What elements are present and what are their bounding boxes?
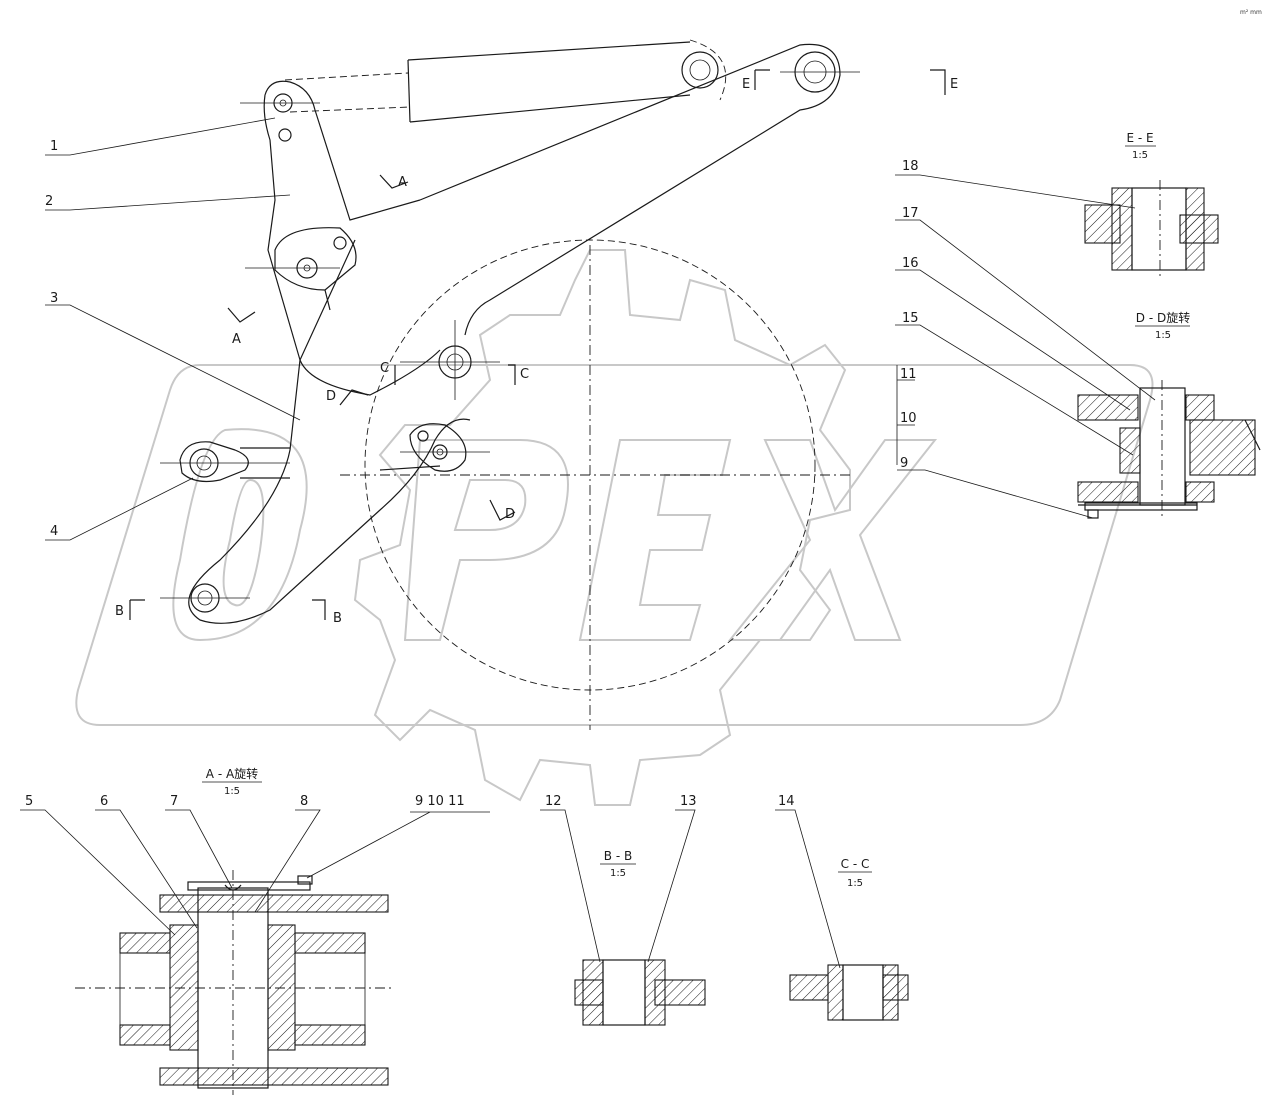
middle-bracket [274, 227, 357, 291]
corner-mark: m² mm [1240, 9, 1262, 16]
label-part-5: 5 [25, 794, 33, 809]
label-part-14: 14 [778, 794, 795, 809]
section-e-e-title: E - E [1126, 131, 1153, 145]
cut-mark-a-lower: A [232, 332, 241, 347]
section-d-d-title: D - D旋转 [1136, 310, 1190, 325]
section-b-b: B - B 1:5 12 13 [540, 794, 706, 1026]
section-d-d: D - D旋转 1:5 17 16 15 11 10 9 [895, 206, 1261, 519]
label-part-17: 17 [902, 206, 919, 221]
cut-mark-e-left: E [742, 77, 750, 92]
label-part-7: 7 [170, 794, 178, 809]
section-e-e: E - E 1:5 18 [895, 131, 1219, 278]
section-c-c-scale: 1:5 [847, 878, 863, 889]
upper-link [264, 80, 421, 221]
cut-mark-a-upper: A [398, 175, 407, 190]
label-part-10-vertical: 10 [900, 411, 917, 426]
label-part-6: 6 [100, 794, 108, 809]
label-part-9-vertical: 9 [900, 456, 908, 471]
main-leaders: 1 2 3 4 [45, 117, 301, 541]
cut-marks: A A B B C C D D E E [115, 69, 958, 626]
label-part-16: 16 [902, 256, 919, 271]
lower-link [188, 359, 471, 624]
section-a-a-scale: 1:5 [224, 786, 240, 797]
d-bracket [409, 423, 467, 472]
main-linkage-view [160, 39, 860, 730]
label-part-15: 15 [902, 311, 919, 326]
label-part-11-vertical: 11 [900, 367, 917, 382]
section-b-b-scale: 1:5 [610, 868, 626, 879]
label-part-1: 1 [50, 139, 58, 154]
label-part-18: 18 [902, 159, 919, 174]
label-part-12: 12 [545, 794, 562, 809]
cut-mark-d-lower: D [505, 507, 515, 522]
label-part-3: 3 [50, 291, 58, 306]
label-part-2: 2 [45, 194, 53, 209]
label-part-9-10-11: 9 10 11 [415, 794, 465, 809]
cut-mark-d-upper: D [326, 389, 336, 404]
section-a-a: A - A旋转 1:5 5 6 7 8 9 10 11 [20, 766, 490, 1095]
cut-mark-c-left: C [380, 361, 389, 376]
cut-mark-e-right: E [950, 77, 958, 92]
label-part-4: 4 [50, 524, 58, 539]
boom-arm [419, 43, 841, 336]
hydraulic-cylinder [407, 41, 691, 123]
cut-mark-b-left: B [115, 604, 124, 619]
label-part-13: 13 [680, 794, 697, 809]
section-a-a-title: A - A旋转 [206, 766, 258, 781]
cut-mark-b-right: B [333, 611, 342, 626]
section-c-c-title: C - C [841, 857, 870, 871]
cut-mark-c-right: C [520, 367, 529, 382]
section-d-d-scale: 1:5 [1155, 330, 1171, 341]
label-part-8: 8 [300, 794, 308, 809]
section-b-b-title: B - B [604, 849, 632, 863]
section-c-c: C - C 1:5 14 [775, 794, 909, 1021]
section-e-e-scale: 1:5 [1132, 150, 1148, 161]
